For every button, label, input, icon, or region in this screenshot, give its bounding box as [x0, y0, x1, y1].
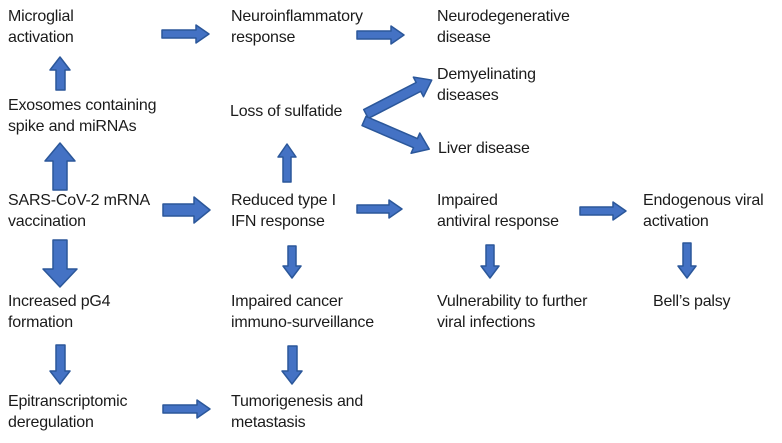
arrow-impaired-antiviral-to-vulnerability — [480, 244, 500, 279]
arrow-impaired-antiviral-to-endogenous-viral — [579, 201, 627, 221]
node-endogenous-viral-activation: Endogenous viral activation — [643, 192, 764, 230]
node-impaired-antiviral-response: Impaired antiviral response — [437, 192, 559, 230]
arrow-sars-to-increased-pg4 — [42, 239, 78, 288]
node-exosomes: Exosomes containing spike and miRNAs — [8, 97, 157, 135]
arrow-reduced-ifn-to-loss-of-sulfatide — [277, 143, 297, 183]
arrow-reduced-ifn-to-impaired-cancer — [282, 245, 302, 279]
arrow-exosomes-to-microglial — [49, 56, 71, 91]
arrow-sars-to-reduced-ifn — [162, 196, 211, 224]
node-reduced-ifn-response: Reduced type I IFN response — [231, 192, 336, 230]
arrow-reduced-ifn-to-impaired-antiviral — [356, 199, 403, 219]
node-liver-disease: Liver disease — [438, 140, 530, 157]
node-epitranscriptomic-deregulation: Epitranscriptomic deregulation — [8, 393, 128, 431]
node-neuroinflammatory-response: Neuroinflammatory response — [231, 8, 363, 46]
node-sars-vaccination: SARS-CoV-2 mRNA vaccination — [8, 192, 150, 230]
arrow-loss-of-sulfatide-to-liver-disease — [361, 115, 430, 155]
node-demyelinating-diseases: Demyelinating diseases — [437, 66, 536, 104]
arrow-endogenous-viral-to-bells-palsy — [677, 242, 697, 279]
arrow-increased-pg4-to-epitranscriptomic — [49, 344, 71, 385]
arrow-neuroinflammatory-to-neurodegenerative — [356, 25, 405, 45]
node-bells-palsy: Bell’s palsy — [653, 293, 731, 310]
node-increased-pg4-formation: Increased pG4 formation — [8, 293, 111, 331]
node-microglial-activation: Microglial activation — [8, 8, 74, 46]
node-impaired-cancer-surveillance: Impaired cancer immuno-surveillance — [231, 293, 374, 331]
arrow-microglial-to-neuroinflammatory — [161, 24, 210, 44]
node-loss-of-sulfatide: Loss of sulfatide — [230, 103, 343, 120]
arrow-impaired-cancer-to-tumorigenesis — [281, 345, 303, 385]
node-vulnerability-viral-infections: Vulnerability to further viral infection… — [437, 293, 588, 331]
node-tumorigenesis-metastasis: Tumorigenesis and metastasis — [231, 393, 364, 431]
arrow-loss-of-sulfatide-to-demyelinating — [362, 76, 433, 120]
arrow-epitranscriptomic-to-tumorigenesis — [162, 399, 211, 419]
arrow-sars-to-exosomes — [44, 142, 76, 191]
node-neurodegenerative-disease: Neurodegenerative disease — [437, 8, 570, 46]
